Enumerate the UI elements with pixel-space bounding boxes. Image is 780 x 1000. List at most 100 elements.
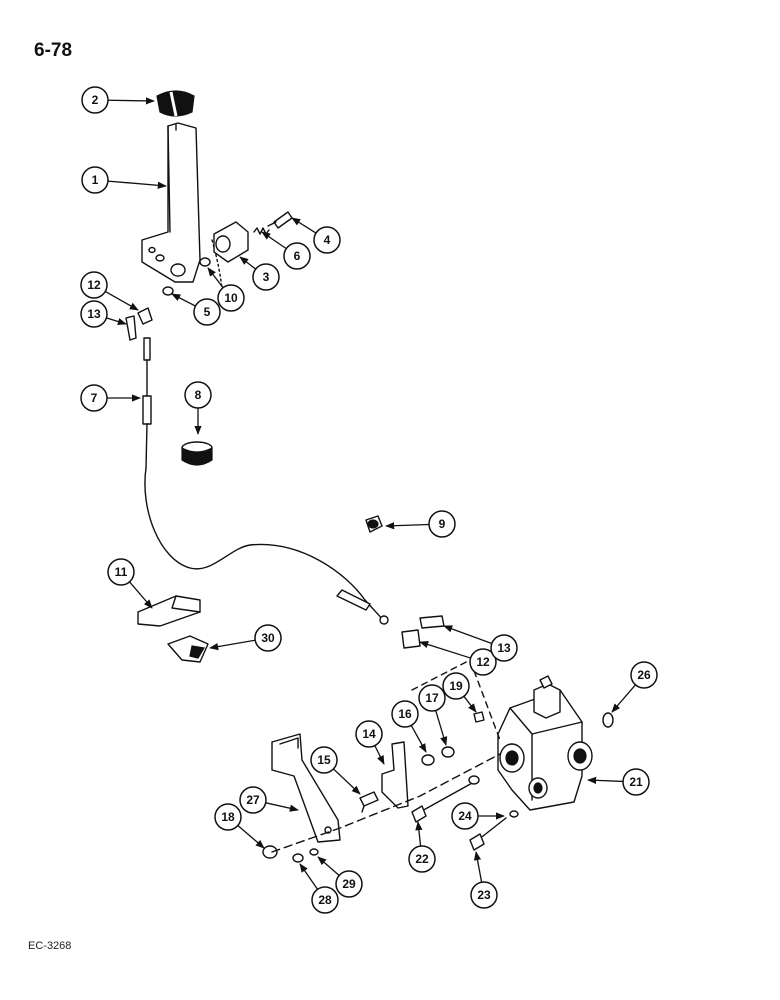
callout-balloon [442, 672, 470, 700]
callout-leader [265, 802, 299, 812]
part-cable [142, 337, 389, 625]
part-plug [365, 515, 383, 533]
callout-number: 1 [92, 173, 99, 187]
callout-leader [291, 217, 317, 234]
callout-number: 29 [342, 877, 356, 891]
callout-6: 6 [261, 231, 311, 270]
callout-number: 12 [87, 278, 101, 292]
callout-balloon [252, 263, 280, 291]
callout-balloon [254, 624, 282, 652]
part-pivot-housing [213, 221, 249, 263]
callout-balloon [80, 271, 108, 299]
callout-number: 10 [224, 291, 238, 305]
part-bolt-23 [469, 817, 507, 851]
callout-number: 11 [115, 565, 128, 579]
part-guide-30 [167, 635, 209, 663]
callout-14: 14 [355, 720, 385, 765]
callout-balloon [310, 746, 338, 774]
part-nut-24 [468, 775, 519, 818]
callout-number: 19 [449, 679, 463, 693]
callout-balloon [355, 720, 383, 748]
part-washer-16 [421, 754, 435, 766]
callout-number: 12 [476, 655, 490, 669]
callout-leader [299, 863, 319, 890]
callout-leader [261, 231, 287, 250]
callout-12: 12 [80, 271, 139, 311]
callout-number: 2 [92, 93, 99, 107]
callout-3: 3 [239, 256, 280, 291]
callout-10: 10 [207, 267, 245, 312]
callout-balloon [313, 226, 341, 254]
callout-leader [374, 745, 385, 765]
callout-number: 16 [398, 707, 412, 721]
callout-balloon [428, 510, 456, 538]
callout-balloon [81, 166, 109, 194]
callout-leader [473, 851, 483, 883]
part-bolt-22 [411, 781, 475, 823]
callout-16: 16 [391, 700, 427, 753]
callout-5: 5 [171, 293, 221, 326]
callout-9: 9 [385, 510, 456, 538]
callout-leader [435, 710, 448, 746]
part-lever [141, 122, 201, 283]
part-nut-5 [162, 286, 174, 296]
callout-8: 8 [184, 381, 212, 435]
callout-balloon [311, 886, 339, 914]
callout-balloon [214, 803, 242, 831]
callout-1: 1 [81, 166, 167, 194]
callout-balloon [335, 870, 363, 898]
part-spring [253, 227, 270, 235]
part-grommet [181, 441, 213, 466]
callout-balloon [622, 768, 650, 796]
callout-leader [106, 317, 127, 326]
callout-12-lower: 12 [419, 641, 497, 676]
callout-leader [209, 639, 256, 651]
callout-leader [385, 522, 430, 530]
callout-number: 8 [195, 388, 202, 402]
callout-balloon [107, 558, 135, 586]
callout-number: 7 [91, 391, 98, 405]
callout-7: 7 [80, 384, 141, 412]
callout-number: 23 [477, 888, 491, 902]
callout-leader [128, 581, 153, 609]
callout-29: 29 [317, 856, 363, 898]
callout-balloon [418, 684, 446, 712]
callout-number: 15 [317, 753, 331, 767]
callout-28: 28 [299, 863, 339, 914]
callout-leader [171, 293, 196, 307]
callout-leader [107, 97, 155, 105]
callout-leader [463, 695, 477, 713]
callout-11: 11 [107, 558, 153, 609]
callout-leader [410, 725, 427, 753]
part-pedal-bracket [271, 733, 341, 843]
part-nut-18 [262, 845, 278, 859]
callout-leader [237, 824, 265, 849]
callout-leader [587, 776, 624, 784]
callout-balloon [193, 298, 221, 326]
callout-4: 4 [291, 217, 341, 254]
part-bolt-28 [292, 853, 304, 863]
callout-13: 13 [80, 300, 127, 328]
callout-balloon [490, 634, 518, 662]
part-bracket-11 [137, 595, 201, 627]
callout-17: 17 [418, 684, 448, 746]
figure-code: EC-3268 [28, 940, 72, 952]
callout-number: 13 [497, 641, 511, 655]
callout-leader [239, 256, 257, 270]
callout-balloon [81, 86, 109, 114]
callout-leader [317, 856, 340, 876]
callout-balloon [217, 284, 245, 312]
callout-leader [333, 768, 361, 795]
callout-22: 22 [408, 821, 436, 873]
part-plate-14 [381, 741, 409, 809]
callout-23: 23 [470, 851, 498, 909]
callout-balloon [408, 845, 436, 873]
callout-26: 26 [611, 661, 658, 713]
page-number: 6-78 [34, 40, 73, 61]
callout-leader [415, 821, 423, 847]
callout-balloon [283, 242, 311, 270]
callout-number: 4 [324, 233, 331, 247]
callout-30: 30 [209, 624, 282, 652]
part-valve [497, 675, 593, 811]
